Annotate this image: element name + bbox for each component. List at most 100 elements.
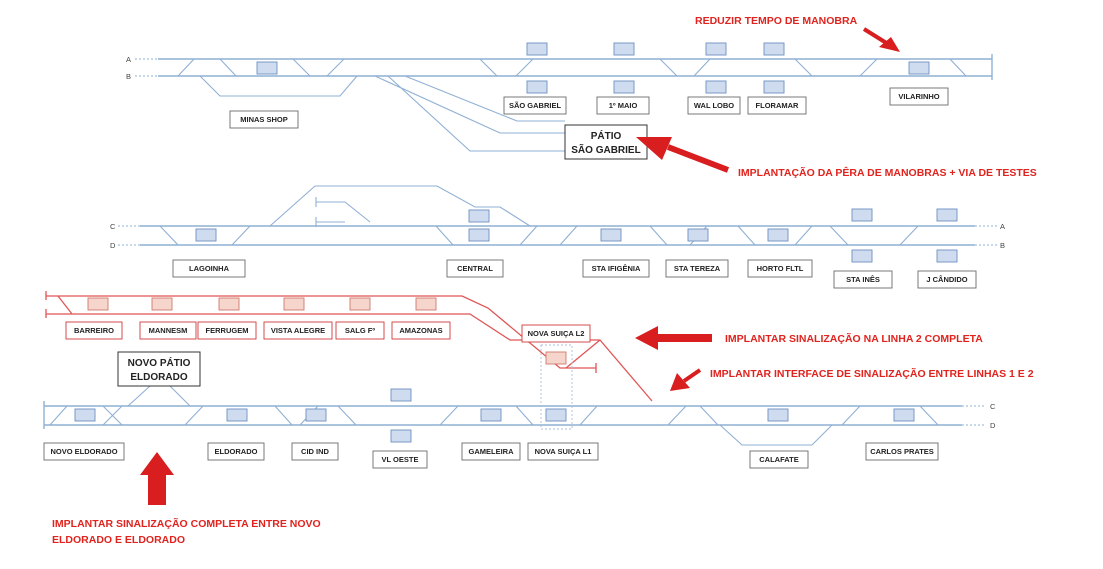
annotation-linha2: IMPLANTAR SINALIZAÇÃO NA LINHA 2 COMPLET… (635, 326, 983, 350)
platform-vl-oeste-b (390, 429, 412, 443)
station-box-vl-oeste (372, 450, 428, 469)
track-label-b: B (126, 72, 131, 81)
track-label-a-mid: A (1000, 222, 1005, 231)
annotation-completa: IMPLANTAR SINALIZAÇÃO COMPLETA ENTRE NOV… (52, 452, 321, 546)
station-box-salg-fo (335, 321, 385, 340)
patio-branch-3 (404, 75, 565, 122)
crossovers-top (177, 58, 967, 77)
station-label-vilarinho: VILARINHO (898, 92, 939, 101)
platform-novo-eldorado (74, 408, 96, 422)
station-box-vilarinho (889, 87, 949, 106)
station-box-gameleira (461, 442, 521, 461)
platform-sao-gabriel-b (526, 80, 548, 94)
station-label-calafate: CALAFATE (759, 455, 798, 464)
platform-calafate (767, 408, 789, 422)
line2-crossover (57, 295, 73, 315)
platform-wal-lobo-b (705, 80, 727, 94)
interface-highlight-box (540, 344, 573, 430)
platform-carlos-prates (893, 408, 915, 422)
station-label-mannesm: MANNESM (149, 326, 188, 335)
station-box-sta-ines (833, 270, 893, 289)
arrow-linha2 (635, 326, 712, 350)
platform-1-maio-b (613, 80, 635, 94)
station-box-vista-alegre (263, 321, 333, 340)
platform-sta-ines-a (851, 208, 873, 222)
annotation-reduzir-text: REDUZIR TEMPO DE MANOBRA (695, 15, 858, 27)
line2-crossover-2 (565, 339, 601, 369)
platform-vilarinho (908, 61, 930, 75)
station-box-nova-suica-l1 (527, 442, 599, 461)
platform-salg-fo (349, 297, 371, 311)
station-label-carlos-prates: CARLOS PRATES (870, 447, 934, 456)
annotation-completa-text-1: IMPLANTAR SINALIZAÇÃO COMPLETA ENTRE NOV… (52, 517, 321, 530)
crossovers-bottom (49, 405, 939, 426)
platform-amazonas (415, 297, 437, 311)
station-label-sta-ines: STA INÊS (846, 275, 880, 284)
crossovers-mid (159, 225, 919, 246)
track-label-a: A (126, 55, 131, 64)
station-label-cid-ind: CID IND (301, 447, 330, 456)
station-label-1-maio: 1º MAIO (609, 101, 638, 110)
platform-eldorado (226, 408, 248, 422)
station-label-j-candido: J CÂNDIDO (926, 275, 967, 284)
station-box-patio-sao-gabriel (564, 124, 648, 160)
platform-central-a (468, 209, 490, 223)
station-label-sta-tereza: STA TEREZA (674, 264, 721, 273)
track-label-c-bot: C (990, 402, 996, 411)
patio-branch-2 (387, 75, 565, 152)
annotation-linha2-text: IMPLANTAR SINALIZAÇÃO NA LINHA 2 COMPLET… (725, 332, 983, 345)
platform-horto (767, 228, 789, 242)
platform-1-maio-a (613, 42, 635, 56)
annotation-pera-text: IMPLANTAÇÃO DA PÊRA DE MANOBRAS + VIA DE… (738, 166, 1037, 179)
station-box-novo-eldorado (43, 442, 125, 461)
line2-track-lower (46, 313, 653, 402)
novo-patio-branch (127, 385, 191, 407)
platform-vista-alegre (283, 297, 305, 311)
station-label-vista-alegre: VISTA ALEGRE (271, 326, 325, 335)
platform-ferrugem (218, 297, 240, 311)
section-bottom-tracks: C D NOVO PÁTIO ELDORADO NOVO ELDORADO EL… (43, 344, 996, 469)
station-label-patio-2: SÃO GABRIEL (571, 143, 640, 156)
station-box-sao-gabriel (503, 96, 567, 115)
section-middle-tracks: C D A B LAGOINHA CENTRAL STA IFIGÊNI (110, 185, 1005, 289)
station-label-nova-suica-l2: NOVA SUIÇA L2 (528, 329, 585, 338)
station-label-vl-oeste: VL OESTE (382, 455, 419, 464)
platform-wal-lobo-a (705, 42, 727, 56)
station-label-minas-shop: MINAS SHOP (240, 115, 288, 124)
arrow-completa (140, 452, 174, 505)
station-label-sta-ifigenia: STA IFIGÊNIA (592, 264, 641, 273)
station-label-eldorado: ELDORADO (215, 447, 258, 456)
station-label-horto: HORTO FLTL (757, 264, 804, 273)
platform-j-candido-a (936, 208, 958, 222)
station-box-sta-ifigenia (582, 259, 650, 278)
station-box-carlos-prates (865, 442, 939, 461)
station-box-sta-tereza (665, 259, 729, 278)
platform-j-candido-b (936, 249, 958, 263)
station-label-floramar: FLORAMAR (756, 101, 799, 110)
platform-mannesm (151, 297, 173, 311)
station-label-patio-1: PÁTIO (591, 129, 622, 142)
platform-vl-oeste-a (390, 388, 412, 402)
station-label-barreiro: BARREIRO (74, 326, 114, 335)
central-stub-1 (316, 201, 371, 223)
station-box-cid-ind (291, 442, 339, 461)
station-label-central: CENTRAL (457, 264, 493, 273)
station-label-wal-lobo: WAL LOBO (694, 101, 734, 110)
platform-barreiro (87, 297, 109, 311)
platform-central-b (468, 228, 490, 242)
track-label-d-bot: D (990, 421, 996, 430)
station-label-novo-eldorado: NOVO ELDORADO (50, 447, 117, 456)
platform-sta-tereza (687, 228, 709, 242)
station-box-nova-suica-l2 (521, 324, 591, 343)
station-label-gameleira: GAMELEIRA (469, 447, 515, 456)
arrow-reduzir-shaft (862, 27, 890, 46)
station-box-wal-lobo (687, 96, 741, 115)
station-label-novo-patio-1: NOVO PÁTIO (128, 356, 191, 369)
annotation-implantacao-pera: IMPLANTAÇÃO DA PÊRA DE MANOBRAS + VIA DE… (636, 137, 1037, 179)
platform-sta-ifigenia (600, 228, 622, 242)
station-label-amazonas: AMAZONAS (399, 326, 442, 335)
station-box-horto (747, 259, 813, 278)
arrow-interface-head (670, 373, 690, 391)
track-label-b-mid: B (1000, 241, 1005, 250)
arrow-pera-head (636, 137, 672, 160)
